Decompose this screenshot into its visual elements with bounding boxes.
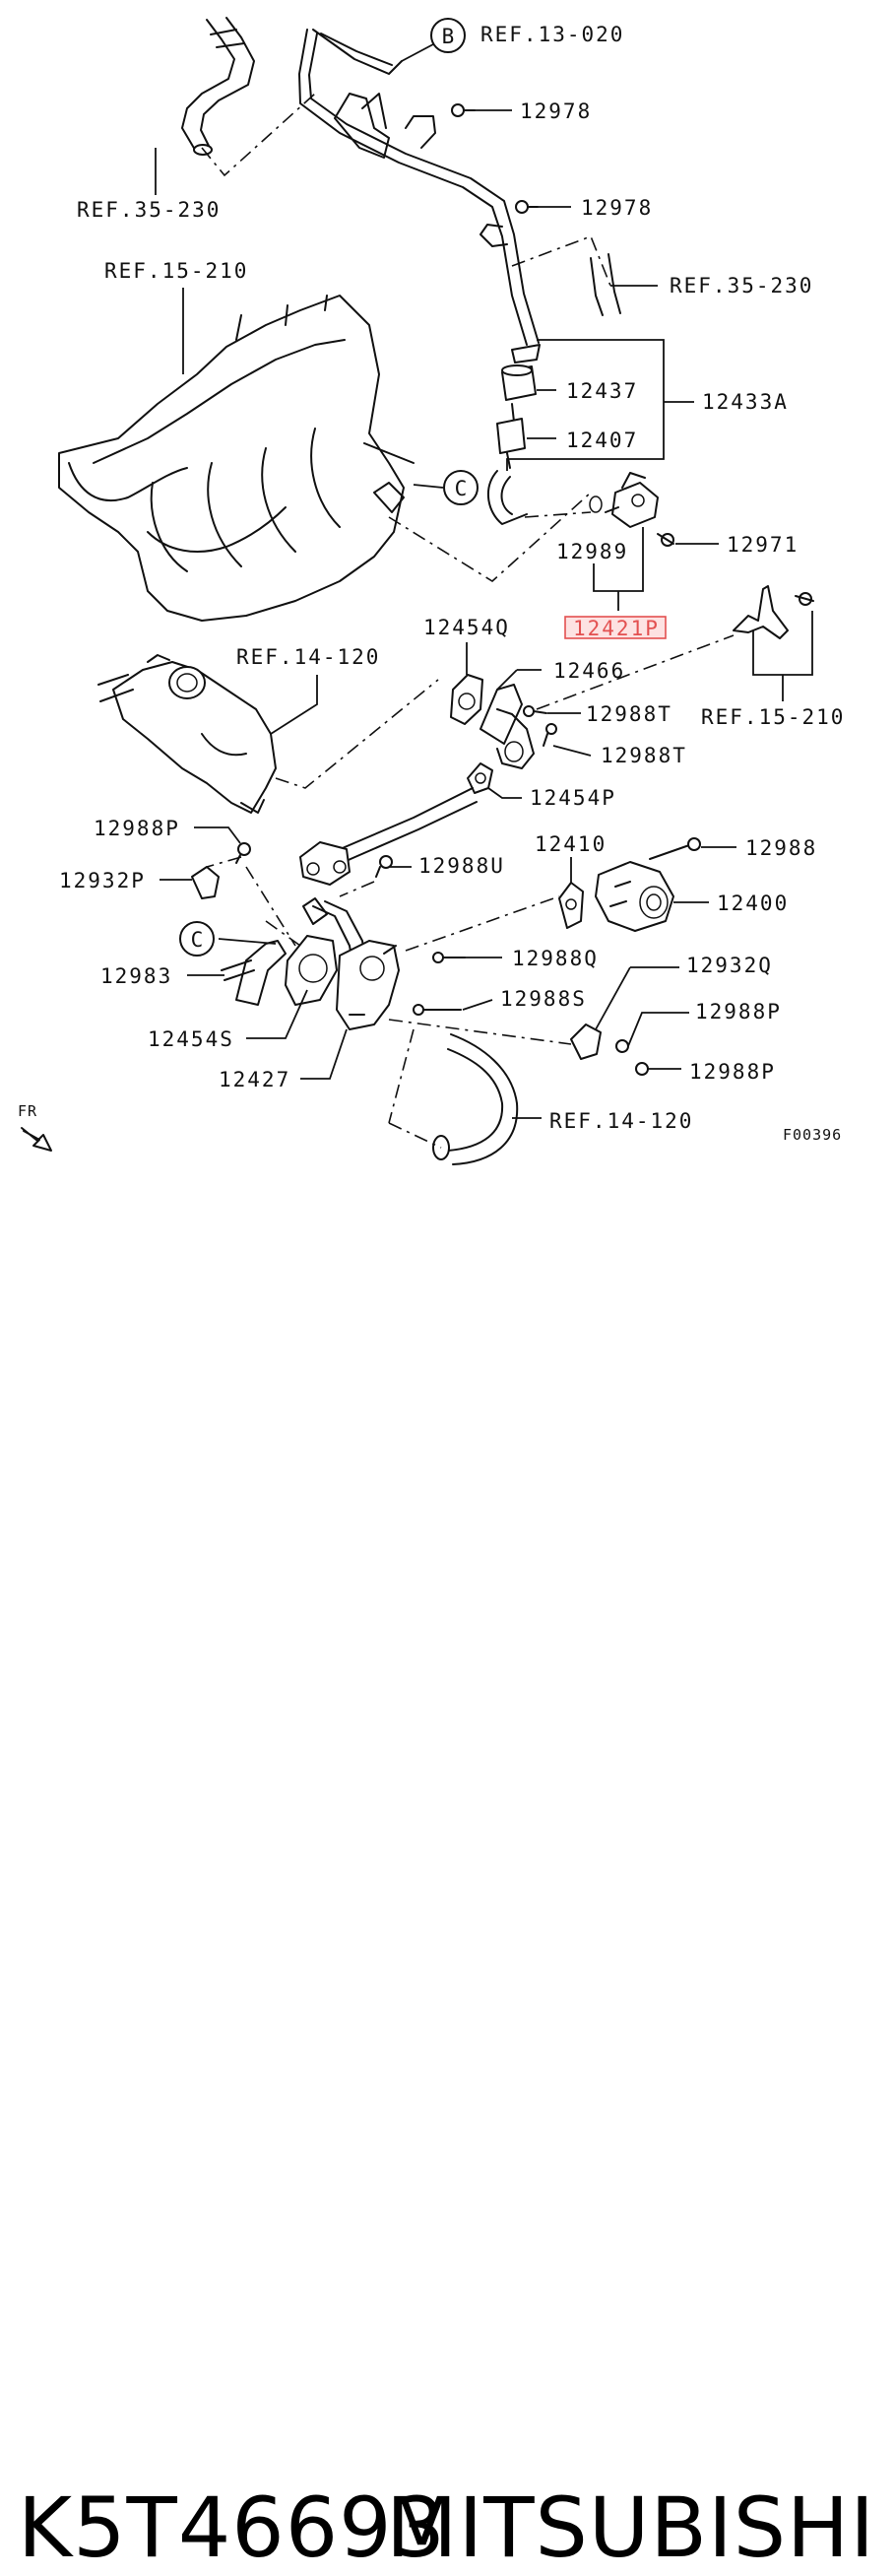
callout-b: B bbox=[430, 18, 466, 53]
label-12988t-a: 12988T bbox=[586, 702, 672, 726]
clip-12932q bbox=[570, 1024, 602, 1060]
bolt-12988p-c bbox=[635, 1062, 649, 1076]
svg-text:B: B bbox=[442, 25, 455, 48]
metal-pipe-upper bbox=[298, 29, 541, 363]
label-12988: 12988 bbox=[745, 836, 817, 860]
bolt-12988s bbox=[413, 1004, 462, 1016]
svg-text:C: C bbox=[191, 928, 204, 952]
gasket-12454s bbox=[285, 935, 338, 1006]
label-12989: 12989 bbox=[556, 540, 628, 563]
dashed-guides bbox=[201, 93, 735, 1149]
bolt-12988 bbox=[649, 837, 701, 860]
bolt-12978-b bbox=[515, 200, 539, 214]
throttle-body bbox=[97, 654, 277, 814]
label-12932q: 12932Q bbox=[686, 954, 773, 977]
part-number: K5T46693 bbox=[18, 2479, 447, 2576]
intake-manifold bbox=[58, 295, 415, 622]
label-12407: 12407 bbox=[566, 429, 638, 452]
bolt-12988q bbox=[432, 952, 466, 963]
part-12407-filter bbox=[496, 403, 526, 469]
label-12971: 12971 bbox=[727, 533, 799, 557]
front-arrow-icon: FR bbox=[18, 1102, 52, 1152]
label-ref-35-230-b: REF.35-230 bbox=[670, 274, 813, 297]
label-ref-14-120-a: REF.14-120 bbox=[236, 645, 380, 669]
flange-12454p bbox=[467, 762, 493, 794]
label-12427: 12427 bbox=[219, 1068, 290, 1091]
clip-12932p bbox=[191, 866, 220, 899]
label-ref-14-120-b: REF.14-120 bbox=[549, 1109, 693, 1133]
valve-lower bbox=[299, 841, 351, 886]
bolt-12988p-b bbox=[615, 1039, 629, 1053]
label-12988s: 12988S bbox=[500, 987, 587, 1011]
label-ref-15-210-b: REF.15-210 bbox=[701, 705, 845, 729]
label-12978-a: 12978 bbox=[520, 99, 592, 123]
pipe-12983 bbox=[221, 940, 287, 1006]
leader-lines bbox=[155, 109, 813, 1119]
label-12454p: 12454P bbox=[530, 786, 616, 810]
label-ref-35-230-a: REF.35-230 bbox=[77, 198, 221, 222]
label-12437: 12437 bbox=[566, 379, 638, 403]
parts-diagram: B C C REF.13-020 12978 REF.35-230 12978 … bbox=[18, 17, 845, 1165]
callout-c-upper: C bbox=[443, 470, 479, 505]
label-12932p: 12932P bbox=[59, 869, 146, 892]
label-12410: 12410 bbox=[535, 832, 607, 856]
label-12988p-a: 12988P bbox=[94, 817, 180, 840]
part-12466-elbow bbox=[479, 684, 535, 769]
label-12421p: 12421P bbox=[573, 617, 660, 640]
hose-ref-35-230-right bbox=[590, 253, 621, 316]
label-12983: 12983 bbox=[100, 964, 172, 988]
part-12437-cap bbox=[501, 364, 537, 401]
part-12421p-valve bbox=[605, 472, 659, 528]
part-12989-oring bbox=[589, 495, 603, 513]
label-12454s: 12454S bbox=[148, 1027, 234, 1051]
label-12978-b: 12978 bbox=[581, 196, 653, 220]
label-ref-13-020: REF.13-020 bbox=[480, 23, 624, 46]
bolt-12988t-b bbox=[543, 723, 557, 747]
label-ref-15-210-a: REF.15-210 bbox=[104, 259, 248, 283]
label-12988t-b: 12988T bbox=[601, 744, 687, 767]
callout-c-lower: C bbox=[179, 921, 215, 957]
egr-valve-12400 bbox=[595, 861, 674, 932]
bolt-12971 bbox=[657, 533, 674, 547]
part-12427 bbox=[336, 940, 400, 1030]
label-12400: 12400 bbox=[717, 892, 789, 915]
hose-small bbox=[486, 470, 528, 525]
hose-ref-14-120-lower bbox=[432, 1033, 519, 1165]
figure-code: F00396 bbox=[783, 1126, 842, 1144]
bolt-12988t-a bbox=[523, 705, 547, 717]
bracket-ref-15-210 bbox=[733, 585, 814, 639]
highlight-12421p bbox=[564, 616, 667, 639]
label-12433a: 12433A bbox=[702, 390, 789, 414]
hose-top-left bbox=[181, 17, 255, 156]
brand-name: MITSUBISHI bbox=[385, 2479, 875, 2576]
bolt-12978-a bbox=[451, 103, 476, 117]
label-12988u: 12988U bbox=[418, 854, 505, 878]
label-12454q: 12454Q bbox=[423, 616, 510, 639]
label-12466: 12466 bbox=[553, 659, 625, 683]
label-12988p-c: 12988P bbox=[689, 1060, 776, 1084]
label-12988q: 12988Q bbox=[512, 947, 599, 970]
svg-text:FR: FR bbox=[18, 1102, 37, 1120]
gasket-12454q bbox=[450, 674, 483, 725]
bolt-12988p-upper bbox=[235, 842, 251, 864]
label-12988p-b: 12988P bbox=[695, 1000, 782, 1024]
bolt-12988u bbox=[375, 855, 393, 878]
footer: K5T46693 MITSUBISHI bbox=[0, 1236, 895, 2576]
gasket-12410 bbox=[558, 882, 584, 929]
svg-text:C: C bbox=[455, 477, 468, 500]
